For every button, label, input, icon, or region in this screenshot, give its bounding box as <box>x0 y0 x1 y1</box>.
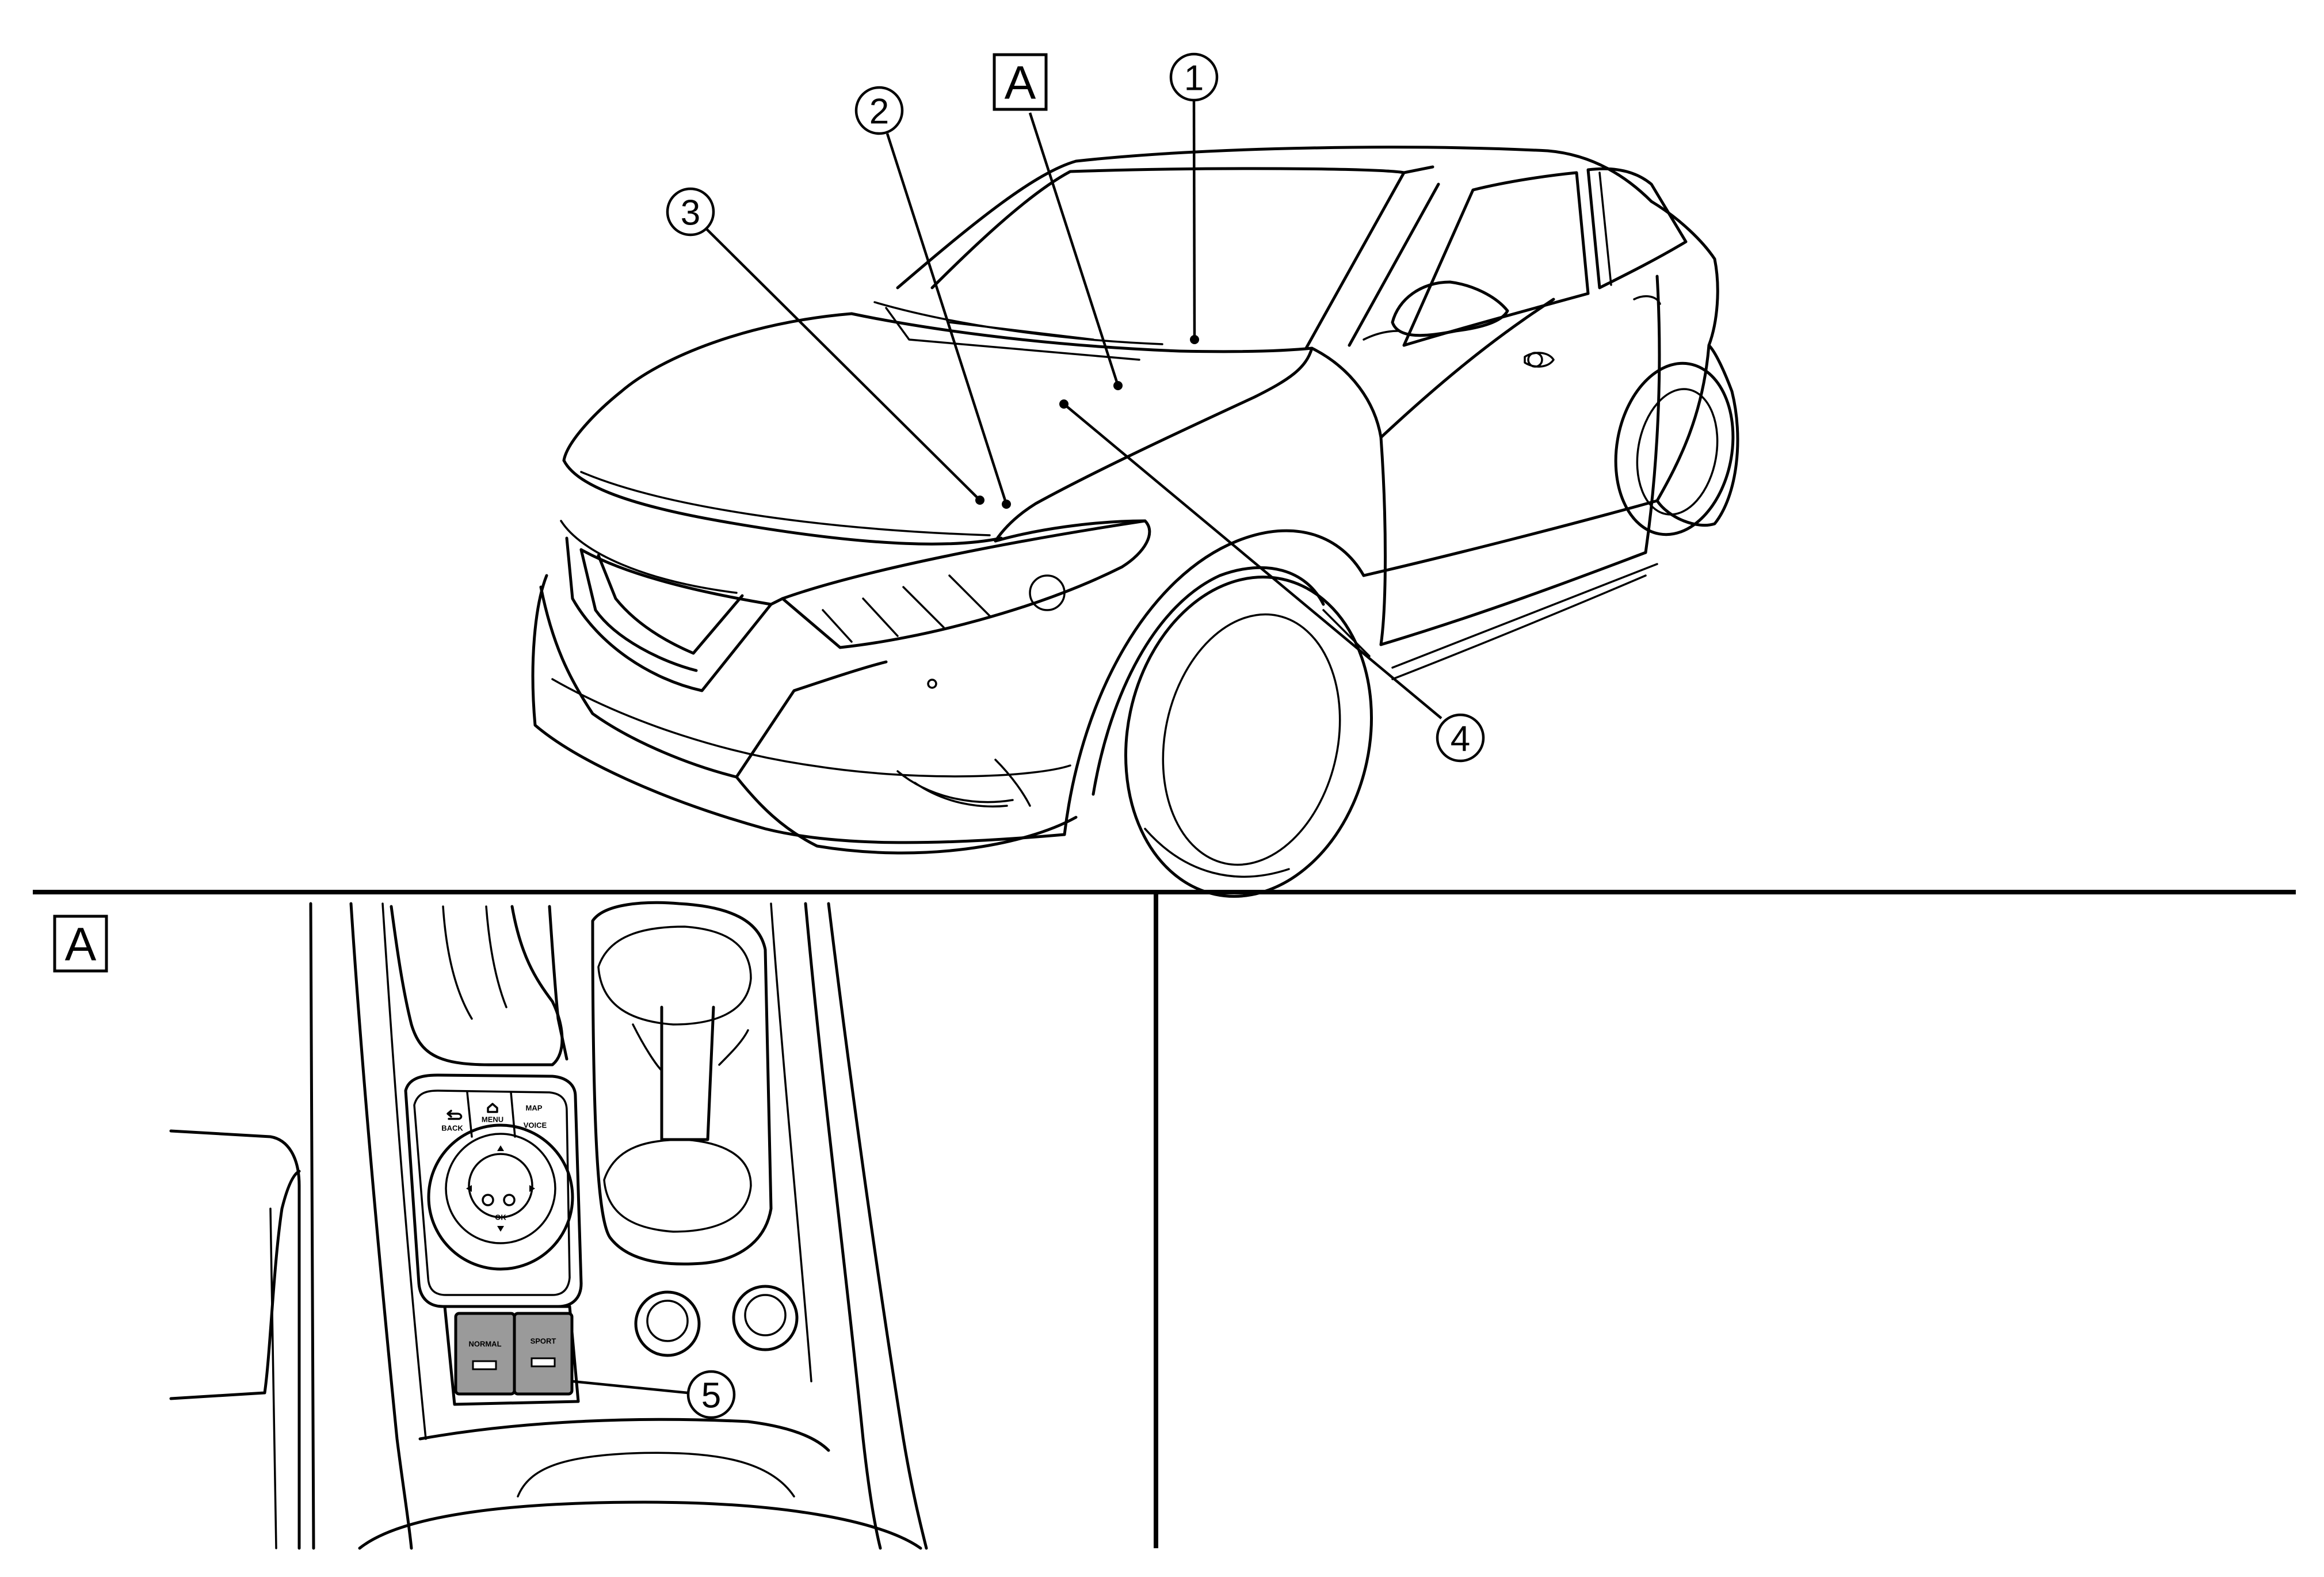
drive-mode-switch: NORMAL SPORT <box>443 1305 580 1406</box>
vehicle-illustration <box>531 146 1739 898</box>
view-ref-inset-label: A <box>65 919 97 971</box>
view-ref-top-label: A <box>1005 57 1036 109</box>
callout-5-label: 5 <box>701 1376 721 1416</box>
sport-mode-button <box>513 1312 574 1396</box>
view-ref-box-inset: A <box>53 915 108 973</box>
back-arrow-icon <box>447 1110 463 1120</box>
view-ref-box-top: A <box>993 53 1048 111</box>
back-button-label: BACK <box>441 1124 463 1133</box>
map-button-label: MAP <box>526 1104 543 1113</box>
voice-button-label: VOICE <box>524 1121 547 1130</box>
callout-1-label: 1 <box>1184 59 1204 98</box>
callout-2-label: 2 <box>869 92 889 132</box>
seat-heater-left-button <box>634 1290 701 1357</box>
menu-button-label: MENU <box>482 1115 503 1124</box>
home-icon <box>487 1103 498 1113</box>
callout-3: 3 <box>666 187 715 237</box>
leader-lines <box>705 100 1443 719</box>
normal-mode-button <box>454 1312 516 1396</box>
callout-4-label: 4 <box>1451 719 1470 759</box>
callout-3-label: 3 <box>681 193 700 233</box>
multi-function-dial <box>427 1123 574 1271</box>
seat-heater-right-button <box>732 1285 799 1351</box>
sport-label: SPORT <box>531 1337 556 1346</box>
callout-1: 1 <box>1169 52 1219 102</box>
normal-label: NORMAL <box>468 1340 501 1349</box>
callout-4: 4 <box>1436 713 1485 763</box>
callout-5: 5 <box>686 1370 736 1419</box>
inset-a: A BACK MENU VOICE MAP <box>53 901 928 1550</box>
callout-2: 2 <box>854 86 904 135</box>
zoom-icon <box>503 1194 516 1206</box>
panel-frame <box>33 890 2296 1548</box>
ok-label: OK <box>495 1213 506 1222</box>
